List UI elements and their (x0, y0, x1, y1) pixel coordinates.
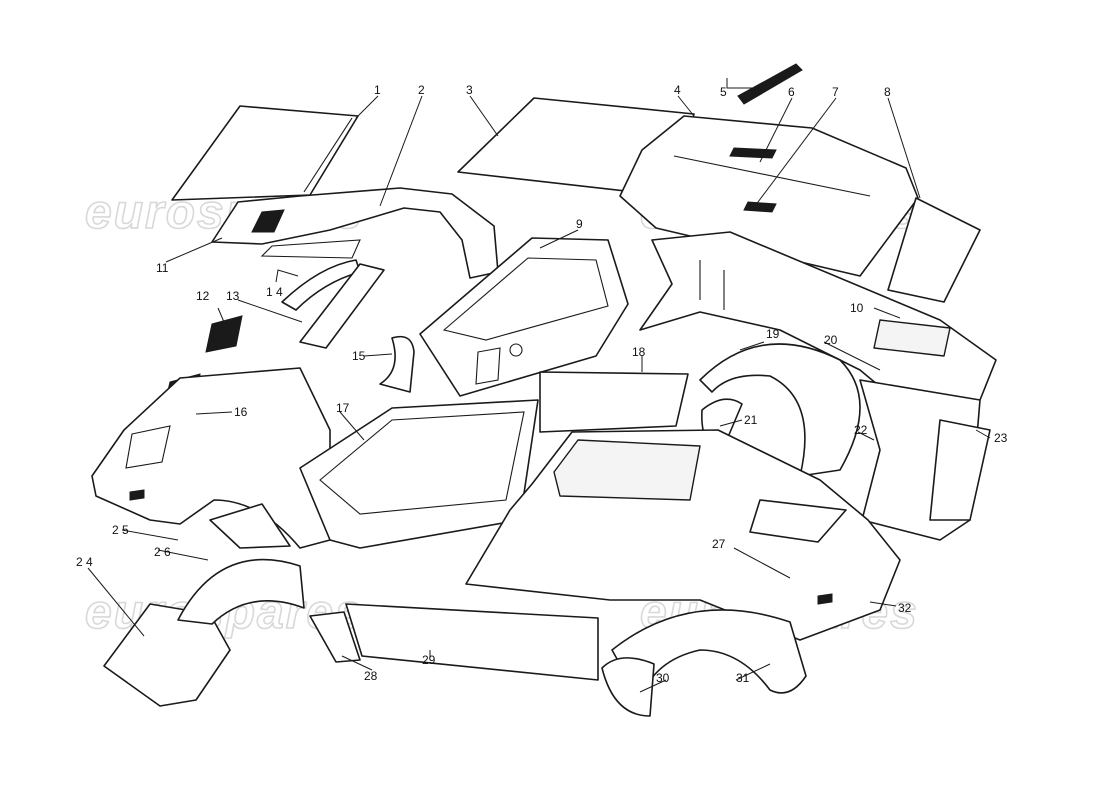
callout-24: 2 4 (76, 555, 93, 569)
callout-22: 22 (854, 423, 868, 437)
callout-12: 12 (196, 289, 210, 303)
callout-labels: 1 2 3 4 5 6 7 8 9 10 11 12 13 1 4 15 16 … (76, 83, 1008, 685)
callout-4: 4 (674, 83, 681, 97)
callout-20: 20 (824, 333, 838, 347)
callout-32: 32 (898, 601, 912, 615)
part-door-frame (419, 237, 629, 397)
part-rear-arch-19 (699, 343, 861, 477)
callout-5: 5 (720, 85, 727, 99)
callout-23: 23 (994, 431, 1008, 445)
part-cowl-windscreen-frame (211, 187, 499, 279)
part-sill-13 (299, 263, 385, 349)
part-seal-strip (737, 63, 803, 105)
callout-21: 21 (744, 413, 758, 427)
callout-26: 2 6 (154, 545, 171, 559)
callout-27: 27 (712, 537, 726, 551)
callout-31: 31 (736, 671, 750, 685)
callout-9: 9 (576, 217, 583, 231)
callout-19: 19 (766, 327, 780, 341)
part-mesh-12 (205, 315, 243, 353)
part-front-floor (103, 503, 305, 707)
callout-2: 2 (418, 83, 425, 97)
callout-16: 16 (234, 405, 248, 419)
callout-7: 7 (832, 85, 839, 99)
callout-30: 30 (656, 671, 670, 685)
callout-3: 3 (466, 83, 473, 97)
callout-13: 13 (226, 289, 240, 303)
part-sill-18 (539, 371, 689, 433)
leader-lines (87, 78, 991, 693)
callout-29: 29 (422, 653, 436, 667)
part-rear-deck (639, 231, 997, 541)
callout-25: 2 5 (112, 523, 129, 537)
callout-6: 6 (788, 85, 795, 99)
part-rear-body (465, 429, 901, 641)
callout-14: 1 4 (266, 285, 283, 299)
callout-1: 1 (374, 83, 381, 97)
callout-11: 11 (156, 261, 169, 275)
callout-18: 18 (632, 345, 646, 359)
callout-28: 28 (364, 669, 378, 683)
callout-17: 17 (336, 401, 350, 415)
part-rear-wheel-arch (601, 609, 807, 717)
part-sill-29 (345, 603, 599, 681)
part-trim-28 (309, 611, 361, 663)
part-vent-15 (379, 335, 415, 393)
callout-8: 8 (884, 85, 891, 99)
callout-10: 10 (850, 301, 864, 315)
callout-15: 15 (352, 349, 366, 363)
